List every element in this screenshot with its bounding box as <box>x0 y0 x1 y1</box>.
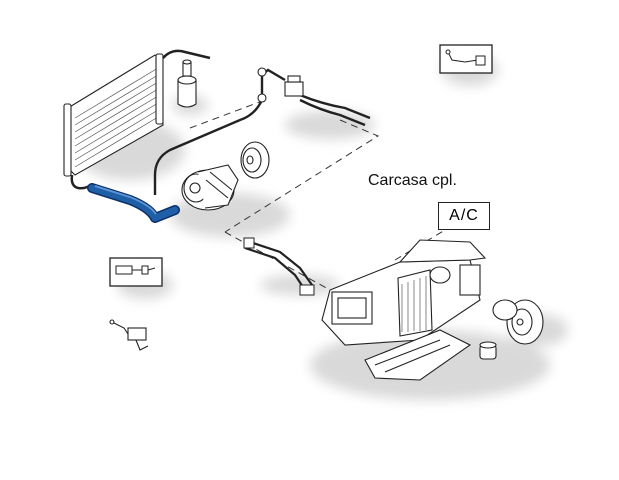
compressor-pulley <box>240 141 270 179</box>
thermostat-switch <box>109 319 149 351</box>
blower-motor <box>492 299 544 345</box>
carcasa-label: Carcasa cpl. <box>368 172 457 189</box>
discharge-hose-highlighted[interactable] <box>87 183 180 223</box>
evaporator-tubes <box>243 237 315 296</box>
temperature-sensor-callout <box>109 257 163 287</box>
expansion-valve <box>257 67 304 103</box>
compressor <box>181 164 239 211</box>
blower-resistor <box>479 341 497 360</box>
receiver-drier <box>177 59 197 108</box>
pressure-switch-callout <box>439 44 493 74</box>
evaporator-housing <box>321 239 487 381</box>
condenser <box>63 49 211 190</box>
ac-label-box[interactable]: A/C <box>438 202 490 230</box>
